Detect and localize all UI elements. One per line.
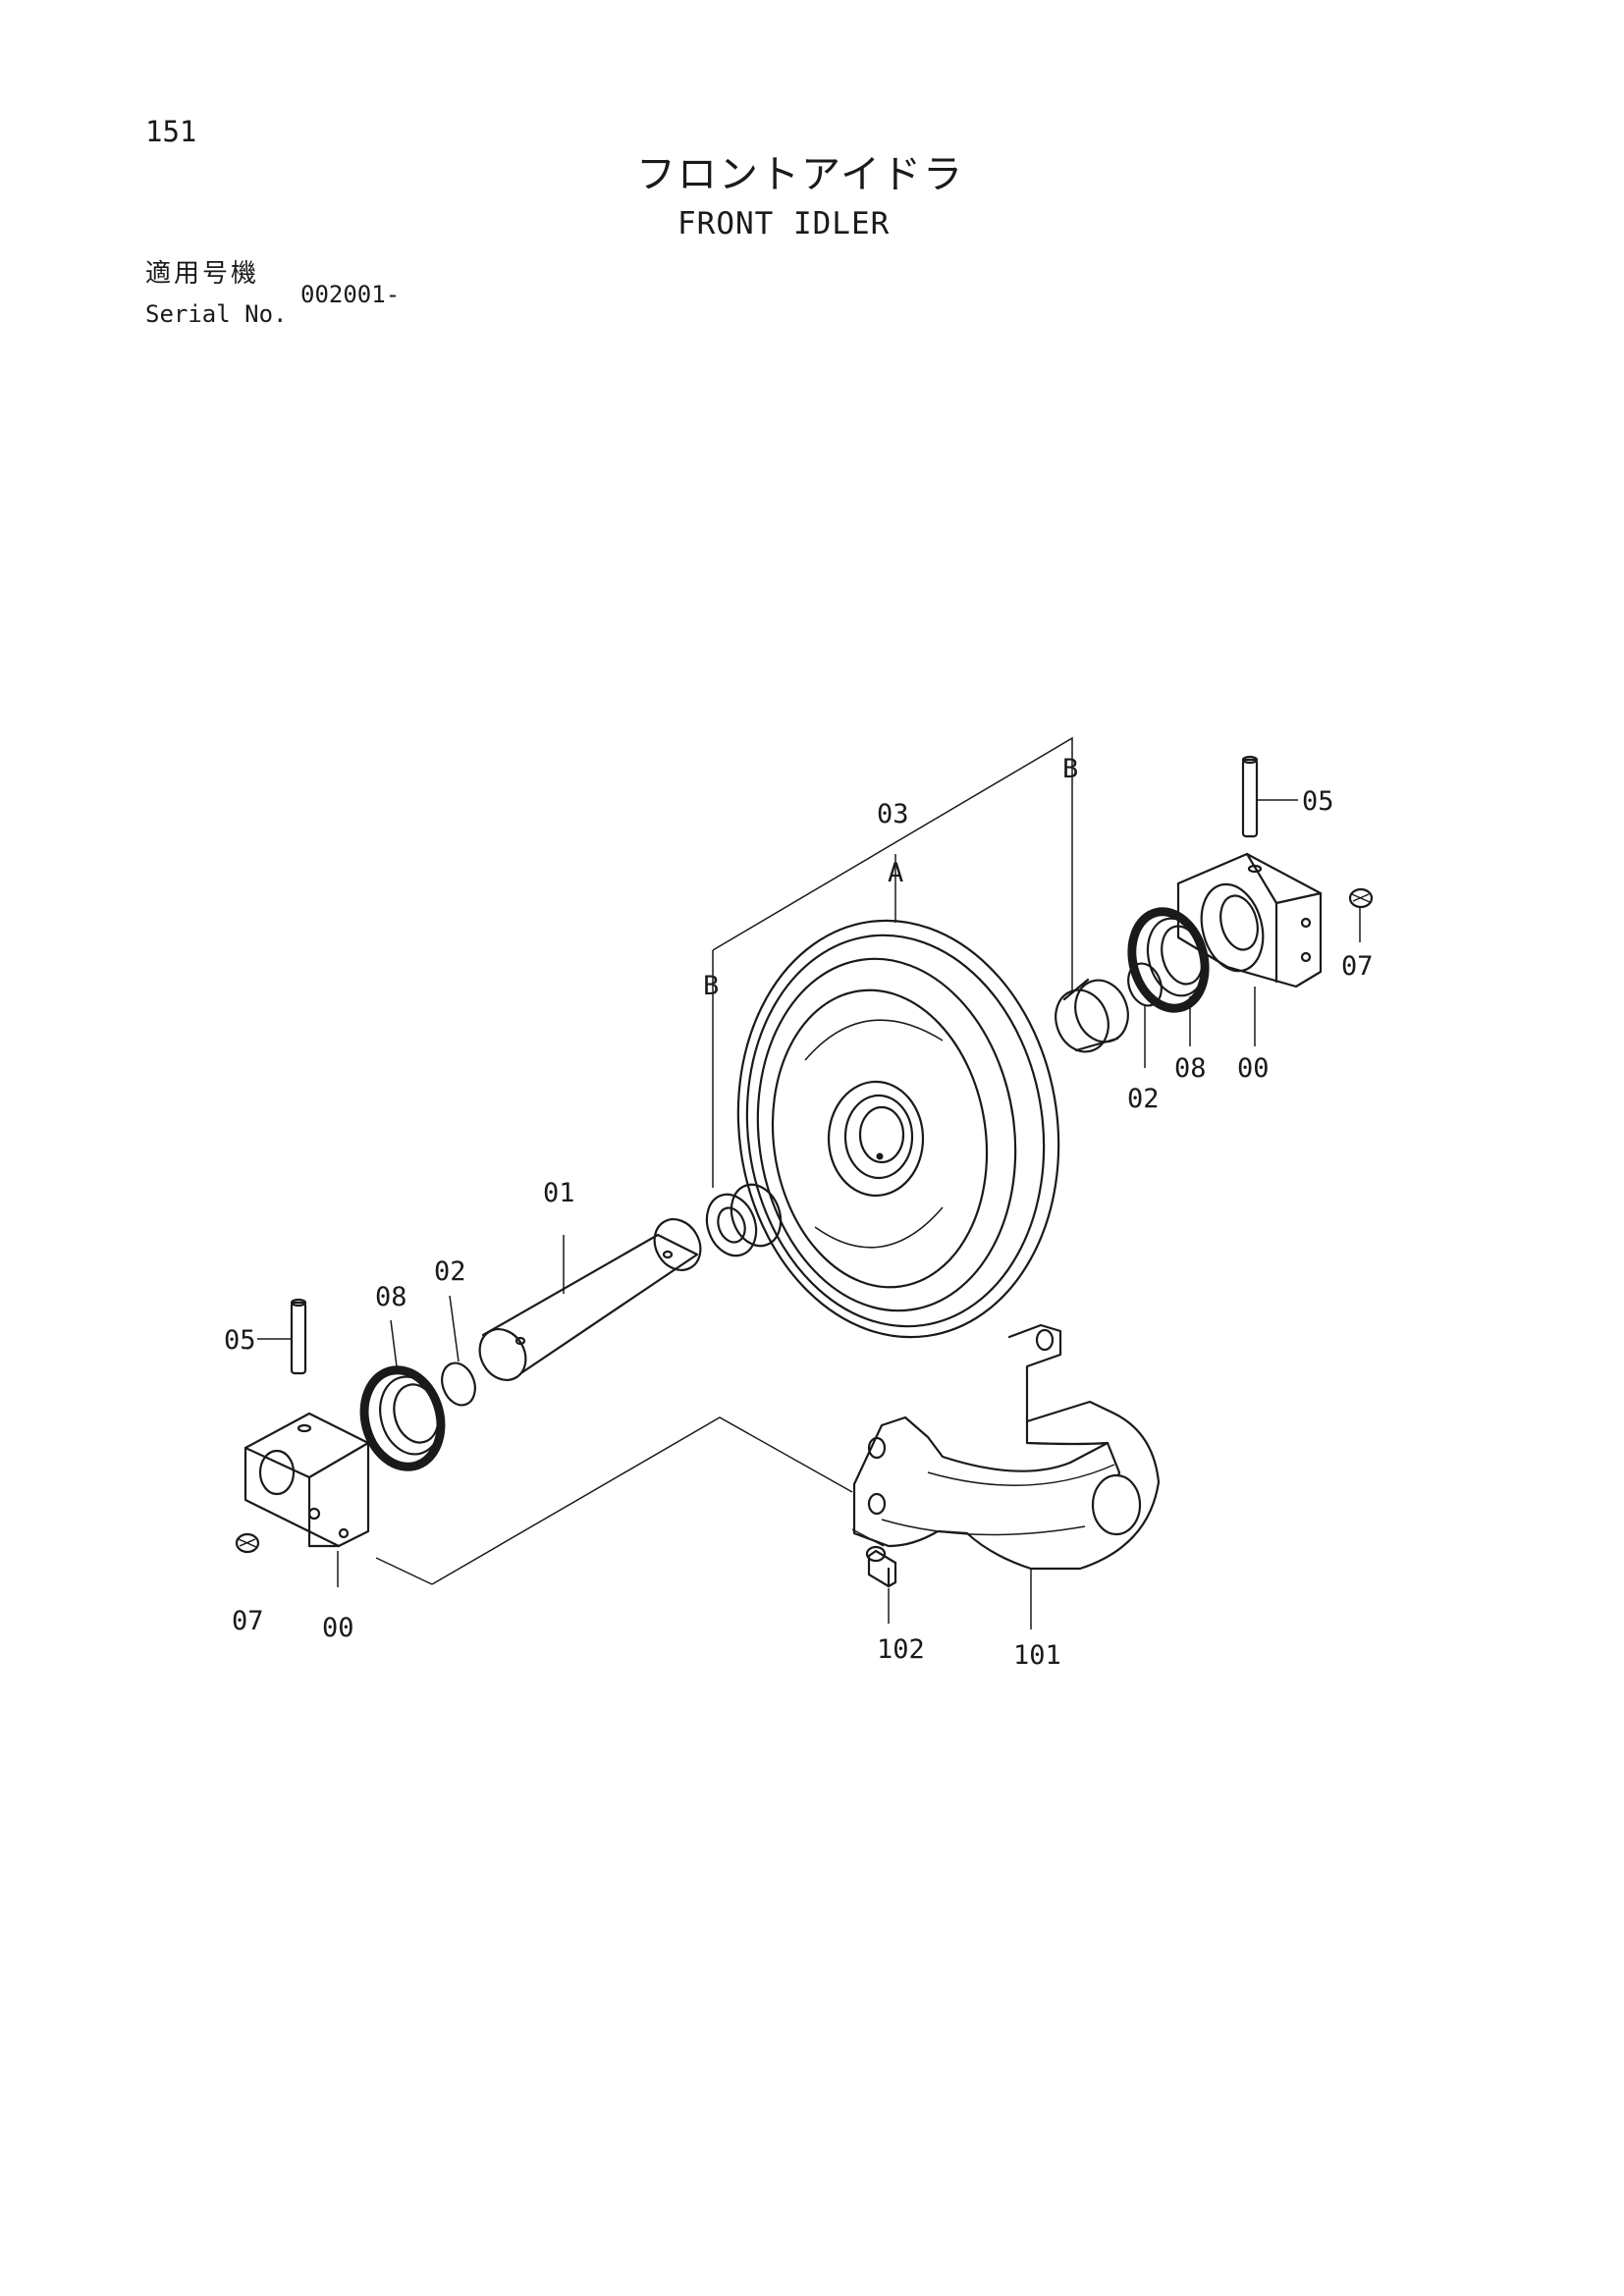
callout-102: 102 bbox=[877, 1634, 925, 1665]
serial-label-japanese: 適用号機 bbox=[145, 259, 260, 289]
callout-03: 03 bbox=[877, 799, 909, 829]
serial-number-value: 002001- bbox=[300, 281, 401, 308]
callout-07-right: 07 bbox=[1341, 951, 1374, 982]
idler-guard bbox=[852, 1323, 1161, 1571]
o-ring-left bbox=[441, 1362, 476, 1407]
callout-02-right: 02 bbox=[1127, 1084, 1160, 1114]
pin-left bbox=[290, 1298, 307, 1375]
serial-label: Serial No. bbox=[145, 300, 288, 328]
callout-101: 101 bbox=[1013, 1640, 1061, 1671]
set-screw-left bbox=[235, 1532, 260, 1554]
floating-seal-left bbox=[359, 1365, 446, 1471]
marker-b-right: B bbox=[1062, 754, 1078, 784]
marker-a: A bbox=[888, 858, 903, 888]
page-title-japanese: フロントアイドラ bbox=[636, 152, 964, 197]
bolt bbox=[865, 1545, 897, 1588]
page-number: 151 bbox=[145, 115, 197, 148]
callout-02-left: 02 bbox=[434, 1256, 466, 1287]
callout-08-right: 08 bbox=[1174, 1053, 1207, 1084]
callout-01: 01 bbox=[543, 1178, 575, 1208]
idler-wheel bbox=[736, 919, 1060, 1339]
assembly-lines bbox=[375, 736, 1073, 1585]
page-title: FRONT IDLER bbox=[677, 206, 891, 241]
support-bracket-right bbox=[1176, 852, 1323, 988]
bushing-left bbox=[705, 1183, 783, 1257]
idler-shaft bbox=[478, 1218, 702, 1381]
callout-05-left: 05 bbox=[224, 1325, 256, 1356]
callout-leaders bbox=[257, 799, 1361, 1629]
callout-00-left: 00 bbox=[322, 1613, 354, 1643]
callout-07-left: 07 bbox=[232, 1606, 264, 1636]
callout-00-right: 00 bbox=[1237, 1053, 1270, 1084]
set-screw-right bbox=[1348, 887, 1374, 909]
bushing-right bbox=[1055, 978, 1129, 1053]
pin-right bbox=[1241, 755, 1259, 838]
marker-b-left: B bbox=[703, 971, 719, 1001]
support-bracket-left bbox=[244, 1412, 370, 1548]
callout-05-right: 05 bbox=[1302, 786, 1334, 817]
callout-08-left: 08 bbox=[375, 1282, 407, 1312]
